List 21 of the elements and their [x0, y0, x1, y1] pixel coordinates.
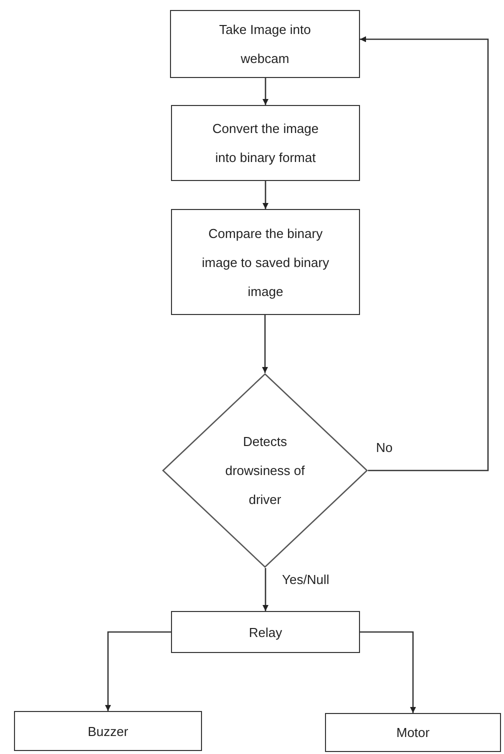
- node-text: Buzzer: [88, 722, 128, 740]
- process-box: [171, 105, 360, 181]
- process-box: [325, 713, 501, 752]
- node-text: Detects drowsiness of driver: [225, 433, 305, 509]
- arrow: [262, 568, 268, 611]
- arrow: [360, 631, 416, 713]
- process-box: [171, 209, 360, 315]
- arrow: [360, 36, 489, 472]
- process-box: [14, 711, 202, 751]
- arrow: [105, 631, 171, 711]
- node-text: Motor: [396, 724, 430, 742]
- process-box: [171, 611, 360, 653]
- node-text: Compare the binary image to saved binary image: [200, 224, 330, 301]
- arrow: [262, 315, 268, 373]
- node-text: Convert the image into binary format: [211, 120, 320, 167]
- arrow: [262, 78, 268, 105]
- process-box: [170, 10, 360, 78]
- decision-diamond: [162, 373, 368, 568]
- arrow: [262, 181, 268, 209]
- node-text: Take Image into webcam: [218, 21, 312, 68]
- node-text: Relay: [248, 624, 282, 642]
